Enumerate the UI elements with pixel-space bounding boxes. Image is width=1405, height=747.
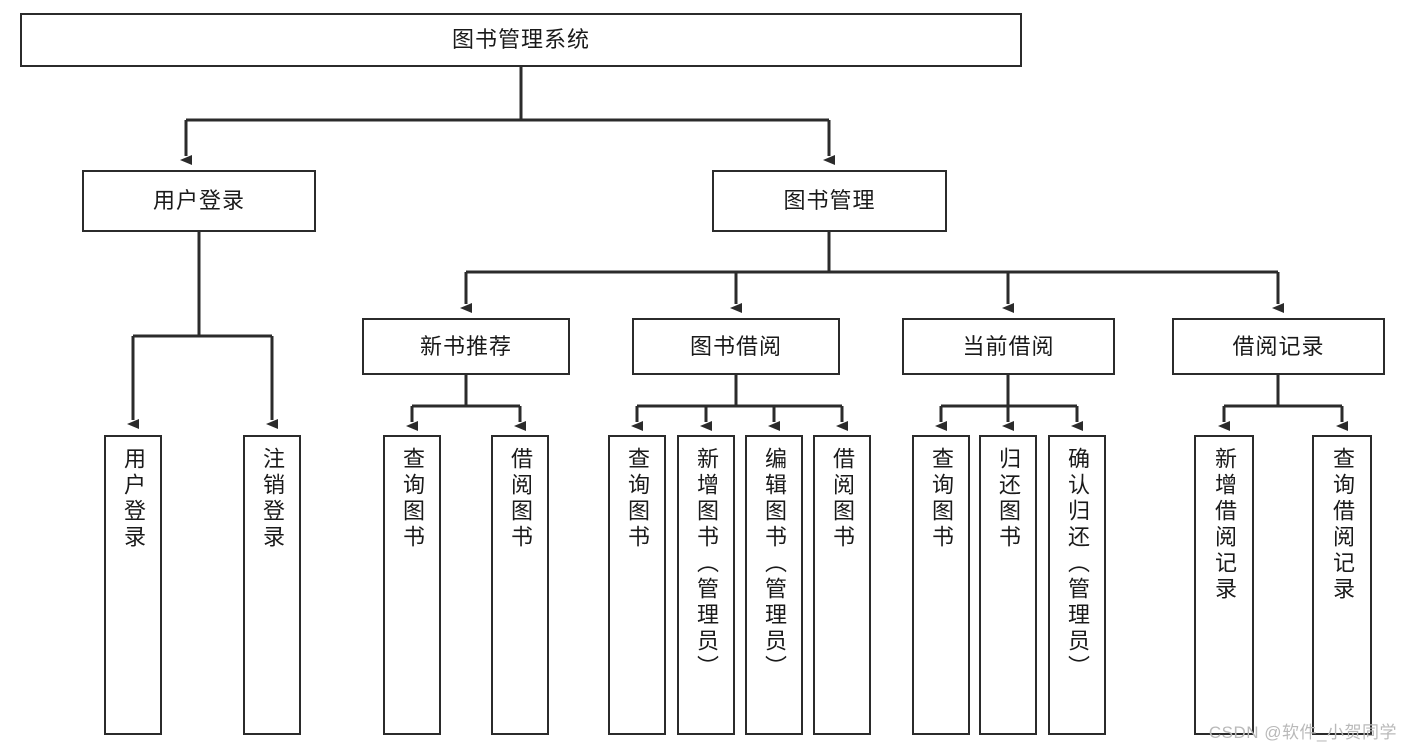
leaf-label: 查询图书 — [400, 447, 425, 551]
node-label: 用户登录 — [152, 188, 245, 214]
leaf-user-login-login[interactable]: 用户登录 — [104, 435, 162, 735]
node-label: 图书借阅 — [689, 333, 782, 359]
node-label: 当前借阅 — [962, 333, 1055, 359]
node-label: 图书管理 — [783, 188, 876, 214]
leaf-current-borrow-confirm-return-admin[interactable]: 确认归还（管理员） — [1048, 435, 1106, 735]
leaf-user-login-logout[interactable]: 注销登录 — [243, 435, 301, 735]
leaf-current-borrow-query-book[interactable]: 查询图书 — [912, 435, 970, 735]
node-label: 新书推荐 — [419, 333, 512, 359]
node-new-book-recommend[interactable]: 新书推荐 — [362, 318, 570, 375]
node-user-login[interactable]: 用户登录 — [82, 170, 316, 232]
leaf-borrow-record-query-record[interactable]: 查询借阅记录 — [1312, 435, 1372, 735]
leaf-book-borrow-edit-book-admin[interactable]: 编辑图书（管理员） — [745, 435, 803, 735]
leaf-label: 查询借阅记录 — [1330, 447, 1355, 603]
leaf-label: 确认归还（管理员） — [1065, 447, 1090, 681]
leaf-label: 借阅图书 — [508, 447, 533, 551]
leaf-label: 查询图书 — [625, 447, 650, 551]
leaf-new-book-query-book[interactable]: 查询图书 — [383, 435, 441, 735]
leaf-label: 借阅图书 — [830, 447, 855, 551]
leaf-label: 注销登录 — [260, 447, 285, 551]
csdn-watermark: CSDN @软件_小贺同学 — [1208, 723, 1397, 742]
leaf-book-borrow-add-book-admin[interactable]: 新增图书（管理员） — [677, 435, 735, 735]
leaf-book-borrow-borrow-book[interactable]: 借阅图书 — [813, 435, 871, 735]
leaf-label: 编辑图书（管理员） — [762, 447, 787, 681]
leaf-label: 归还图书 — [996, 447, 1021, 551]
node-book-borrow[interactable]: 图书借阅 — [632, 318, 840, 375]
leaf-label: 新增借阅记录 — [1212, 447, 1237, 603]
leaf-label: 新增图书（管理员） — [694, 447, 719, 681]
leaf-label: 用户登录 — [121, 447, 146, 551]
node-current-borrow[interactable]: 当前借阅 — [902, 318, 1115, 375]
node-label: 借阅记录 — [1232, 333, 1325, 359]
leaf-new-book-borrow-book[interactable]: 借阅图书 — [491, 435, 549, 735]
leaf-book-borrow-query-book[interactable]: 查询图书 — [608, 435, 666, 735]
leaf-current-borrow-return-book[interactable]: 归还图书 — [979, 435, 1037, 735]
leaf-borrow-record-add-record[interactable]: 新增借阅记录 — [1194, 435, 1254, 735]
node-book-management[interactable]: 图书管理 — [712, 170, 947, 232]
node-borrow-record[interactable]: 借阅记录 — [1172, 318, 1385, 375]
node-label: 图书管理系统 — [451, 27, 590, 53]
node-root-book-management-system[interactable]: 图书管理系统 — [20, 13, 1022, 67]
leaf-label: 查询图书 — [929, 447, 954, 551]
